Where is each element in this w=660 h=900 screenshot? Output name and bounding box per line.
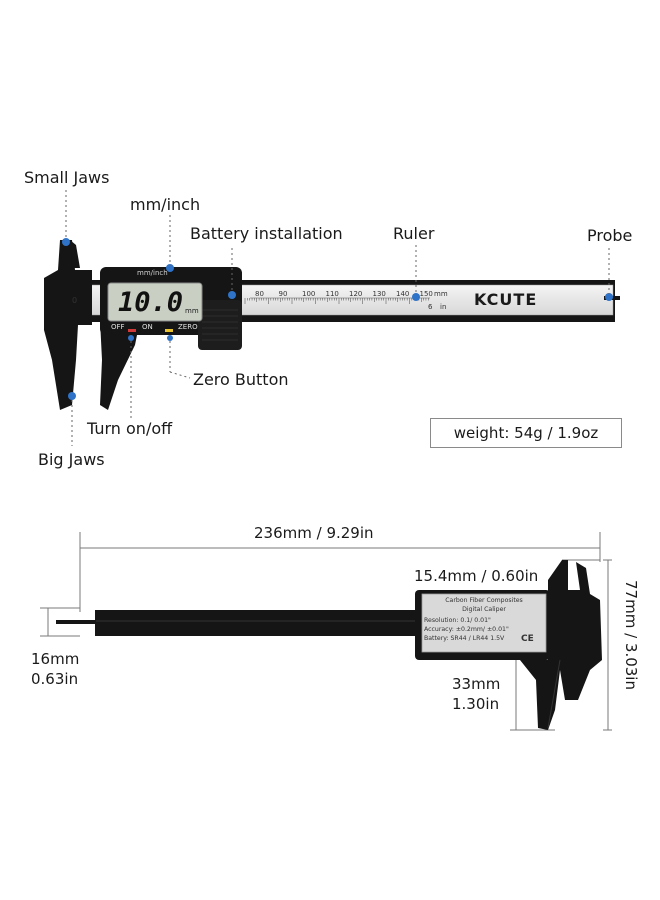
ruler-number: 120 bbox=[349, 290, 363, 298]
lcd-screen bbox=[107, 282, 203, 322]
ruler-number: 130 bbox=[372, 290, 386, 298]
battery-dot bbox=[228, 291, 236, 299]
bottom-probe bbox=[56, 620, 96, 624]
thumb-grip bbox=[198, 300, 242, 350]
ruler-number: 100 bbox=[302, 290, 316, 298]
dimension-beam-mm: 16mm bbox=[31, 650, 80, 668]
callout-small-jaws: Small Jaws bbox=[24, 168, 110, 187]
sliding-jaw bbox=[100, 320, 140, 410]
big-jaws-dot bbox=[68, 392, 76, 400]
weight-badge: weight: 54g / 1.9oz bbox=[430, 418, 622, 448]
off-label: OFF bbox=[111, 323, 125, 331]
spec-accuracy: Accuracy: ±0.2mm/ ±0.01" bbox=[424, 626, 509, 633]
ce-mark: CE bbox=[521, 634, 534, 644]
spec-label bbox=[421, 593, 547, 653]
callout-battery: Battery installation bbox=[190, 224, 343, 243]
spec-label-text: Carbon Fiber Composites Digital Caliper … bbox=[424, 596, 544, 643]
small-jaw-outer bbox=[70, 240, 80, 268]
dimension-height: 77mm / 3.03in bbox=[622, 580, 640, 690]
probe-dot bbox=[605, 293, 613, 301]
mm-inch-dot bbox=[166, 264, 174, 272]
zero-button-dot bbox=[167, 335, 173, 341]
turn-on-off-dot bbox=[128, 335, 134, 341]
ruler-number: 140 bbox=[396, 290, 410, 298]
bottom-jaws bbox=[520, 560, 602, 730]
ruler-zero: 0 bbox=[72, 296, 78, 305]
spec-battery: Battery: SR44 / LR44 1.5V bbox=[424, 635, 505, 642]
lcd-unit: mm bbox=[185, 307, 199, 315]
fixed-jaw bbox=[44, 240, 92, 410]
ruler-dot bbox=[412, 293, 420, 301]
ruler-number: 80 bbox=[255, 290, 264, 298]
callout-big-jaws: Big Jaws bbox=[38, 450, 105, 469]
lcd-reading: 10.0 mm bbox=[118, 286, 199, 318]
ruler-inch-6: 6 bbox=[428, 303, 433, 311]
dimension-jaw-depth-mm: 33mm bbox=[452, 675, 501, 693]
unit-label: mm/inch bbox=[137, 269, 168, 277]
lcd-value: 10.0 bbox=[118, 287, 184, 318]
spec-title-1: Carbon Fiber Composites bbox=[445, 597, 523, 604]
ruler-number: 110 bbox=[325, 290, 339, 298]
bottom-caliper bbox=[40, 532, 612, 731]
callout-ruler: Ruler bbox=[393, 224, 435, 243]
ruler-unit-in: in bbox=[440, 303, 447, 311]
off-button-indicator bbox=[128, 329, 136, 332]
ruler-number: 150 bbox=[419, 290, 433, 298]
small-jaws-dot bbox=[62, 238, 70, 246]
zero-button-indicator bbox=[165, 329, 173, 332]
callout-turn-on-off: Turn on/off bbox=[87, 419, 173, 438]
brand-logo: KCUTE bbox=[474, 290, 538, 309]
dimension-jaw-depth-in: 1.30in bbox=[452, 695, 500, 713]
callout-probe: Probe bbox=[587, 226, 633, 245]
dimension-length: 236mm / 9.29in bbox=[254, 524, 374, 542]
zero-label: ZERO bbox=[178, 323, 198, 331]
on-label: ON bbox=[142, 323, 153, 331]
top-caliper bbox=[44, 190, 620, 446]
ruler-number: 90 bbox=[278, 290, 288, 298]
ruler-unit-mm: mm bbox=[434, 290, 448, 298]
spec-title-2: Digital Caliper bbox=[462, 606, 506, 613]
callout-zero-button: Zero Button bbox=[193, 370, 289, 389]
callout-mm-inch: mm/inch bbox=[130, 195, 201, 214]
dimension-beam-in: 0.63in bbox=[31, 670, 79, 688]
spec-resolution: Resolution: 0.1/ 0.01" bbox=[424, 617, 491, 624]
dimension-jaw-width: 15.4mm / 0.60in bbox=[414, 567, 539, 585]
